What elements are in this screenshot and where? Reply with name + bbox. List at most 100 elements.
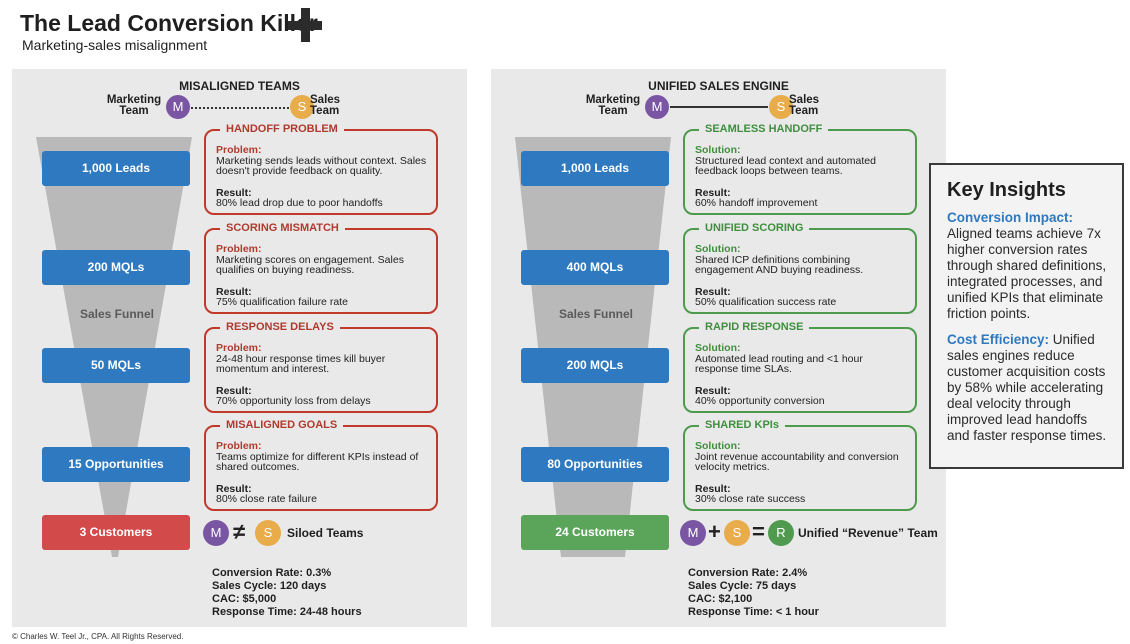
card-text: Teams optimize for different KPIs instea… [216, 450, 419, 473]
funnel-stage: 1,000 Leads [521, 151, 669, 186]
solution-card: RAPID RESPONSE Solution: Automated lead … [683, 321, 917, 413]
card-result: 50% qualification success rate [695, 296, 837, 308]
funnel-stage: 50 MQLs [42, 348, 190, 383]
card-title: SEAMLESS HANDOFF [699, 123, 829, 135]
card-title: SCORING MISMATCH [220, 222, 345, 234]
card-title: SHARED KPIs [699, 419, 785, 431]
plus-sign-icon: + [708, 519, 721, 544]
key-insights-box: Key Insights Conversion Impact: Aligned … [929, 163, 1124, 469]
equals-sign-icon: = [752, 519, 765, 544]
insight-text: Unified sales engines reduce customer ac… [947, 332, 1107, 443]
unified-team-equation: M + S = R Unified “Revenue” Team [680, 519, 942, 547]
card-text: Automated lead routing and <1 hour respo… [695, 352, 863, 375]
funnel-stage: 15 Opportunities [42, 447, 190, 482]
dotted-connector [191, 107, 289, 109]
metrics-summary: Conversion Rate: 0.3% Sales Cycle: 120 d… [212, 567, 362, 619]
card-result: 80% close rate failure [216, 493, 317, 505]
problem-card: RESPONSE DELAYS Problem: 24-48 hour resp… [204, 321, 438, 413]
solid-connector [670, 106, 768, 108]
card-result-heading: Result: [695, 186, 731, 199]
sales-badge: S [769, 95, 793, 119]
card-heading: Problem: [216, 243, 262, 255]
metrics-summary: Conversion Rate: 2.4% Sales Cycle: 75 da… [688, 567, 819, 619]
plus-icon [288, 8, 322, 42]
final-customers-stage: 3 Customers [42, 515, 190, 550]
card-result-heading: Result: [695, 482, 731, 495]
insight-item: Conversion Impact: Aligned teams achieve… [947, 210, 1108, 322]
card-heading: Problem: [216, 440, 262, 452]
solution-card: UNIFIED SCORING Solution: Shared ICP def… [683, 222, 917, 314]
card-heading: Solution: [695, 144, 741, 156]
insight-text: Aligned teams achieve 7x higher conversi… [947, 226, 1107, 321]
card-result: 80% lead drop due to poor handoffs [216, 197, 383, 209]
marketing-badge: M [645, 95, 669, 119]
marketing-team-label: Marketing Team [585, 94, 641, 117]
card-result: 30% close rate success [695, 493, 806, 505]
sales-funnel-shape [36, 137, 192, 557]
funnel-stage: 400 MQLs [521, 250, 669, 285]
problem-card: MISALIGNED GOALS Problem: Teams optimize… [204, 419, 438, 511]
funnel-stage: 200 MQLs [42, 250, 190, 285]
sales-funnel-shape [515, 137, 671, 557]
insight-heading: Conversion Impact: [947, 210, 1074, 225]
funnel-label: Sales Funnel [558, 307, 634, 321]
marketing-team-label: Marketing Team [106, 94, 162, 117]
problem-card: SCORING MISMATCH Problem: Marketing scor… [204, 222, 438, 314]
response-time-stat: Response Time: < 1 hour [688, 606, 819, 618]
card-text: 24-48 hour response times kill buyer mom… [216, 352, 386, 375]
card-result-heading: Result: [695, 285, 731, 298]
sales-badge: S [290, 95, 314, 119]
card-result: 60% handoff improvement [695, 197, 818, 209]
sales-team-label: Sales Team [310, 94, 341, 117]
card-result-heading: Result: [216, 186, 252, 199]
page-title: The Lead Conversion Killer [20, 10, 318, 36]
funnel-stage: 1,000 Leads [42, 151, 190, 186]
card-text: Shared ICP definitions combining engagem… [695, 253, 864, 276]
card-result-heading: Result: [216, 482, 252, 495]
card-title: HANDOFF PROBLEM [220, 123, 344, 135]
panel-title: MISALIGNED TEAMS [179, 79, 300, 93]
team-connection: Marketing Team M S Sales Team [491, 93, 946, 121]
problem-card: HANDOFF PROBLEM Problem: Marketing sends… [204, 123, 438, 215]
card-result-heading: Result: [216, 285, 252, 298]
conversion-rate-stat: Conversion Rate: 0.3% [212, 567, 332, 579]
sales-cycle-stat: Sales Cycle: 75 days [688, 580, 797, 592]
team-connection: Marketing Team M S Sales Team [12, 93, 467, 121]
insights-title: Key Insights [947, 179, 1066, 201]
solution-card: SHARED KPIs Solution: Joint revenue acco… [683, 419, 917, 511]
card-result-heading: Result: [695, 384, 731, 397]
marketing-badge: M [166, 95, 190, 119]
card-result: 70% opportunity loss from delays [216, 395, 371, 407]
siloed-teams-equation: M ≠ S Siloed Teams [203, 519, 443, 547]
card-text: Joint revenue accountability and convers… [695, 450, 899, 473]
insight-item: Cost Efficiency: Unified sales engines r… [947, 332, 1108, 444]
cac-stat: CAC: $5,000 [212, 593, 277, 605]
not-equal-icon: ≠ [233, 519, 246, 544]
marketing-badge: M [680, 520, 706, 546]
sales-team-label: Sales Team [789, 94, 820, 117]
card-result-heading: Result: [216, 384, 252, 397]
card-title: RESPONSE DELAYS [220, 321, 340, 333]
final-customers-stage: 24 Customers [521, 515, 669, 550]
equation-label: Siloed Teams [287, 526, 364, 540]
sales-badge: S [255, 520, 281, 546]
response-time-stat: Response Time: 24-48 hours [212, 606, 362, 618]
card-heading: Problem: [216, 342, 262, 354]
copyright-notice: © Charles W. Teel Jr., CPA. All Rights R… [12, 632, 184, 641]
solution-card: SEAMLESS HANDOFF Solution: Structured le… [683, 123, 917, 215]
funnel-stage: 80 Opportunities [521, 447, 669, 482]
conversion-rate-stat: Conversion Rate: 2.4% [688, 567, 808, 579]
insight-heading: Cost Efficiency: [947, 332, 1050, 347]
card-heading: Solution: [695, 440, 741, 452]
unified-sales-engine-panel: UNIFIED SALES ENGINE Marketing Team M S … [491, 69, 946, 627]
card-title: MISALIGNED GOALS [220, 419, 344, 431]
equation-label: Unified “Revenue” Team [798, 526, 938, 540]
card-text: Structured lead context and automated fe… [695, 154, 876, 177]
card-heading: Solution: [695, 342, 741, 354]
funnel-stage: 200 MQLs [521, 348, 669, 383]
card-title: UNIFIED SCORING [699, 222, 810, 234]
panel-title: UNIFIED SALES ENGINE [648, 79, 789, 93]
sales-badge: S [724, 520, 750, 546]
card-text: Marketing scores on engagement. Sales qu… [216, 253, 404, 276]
card-text: Marketing sends leads without context. S… [216, 154, 427, 177]
